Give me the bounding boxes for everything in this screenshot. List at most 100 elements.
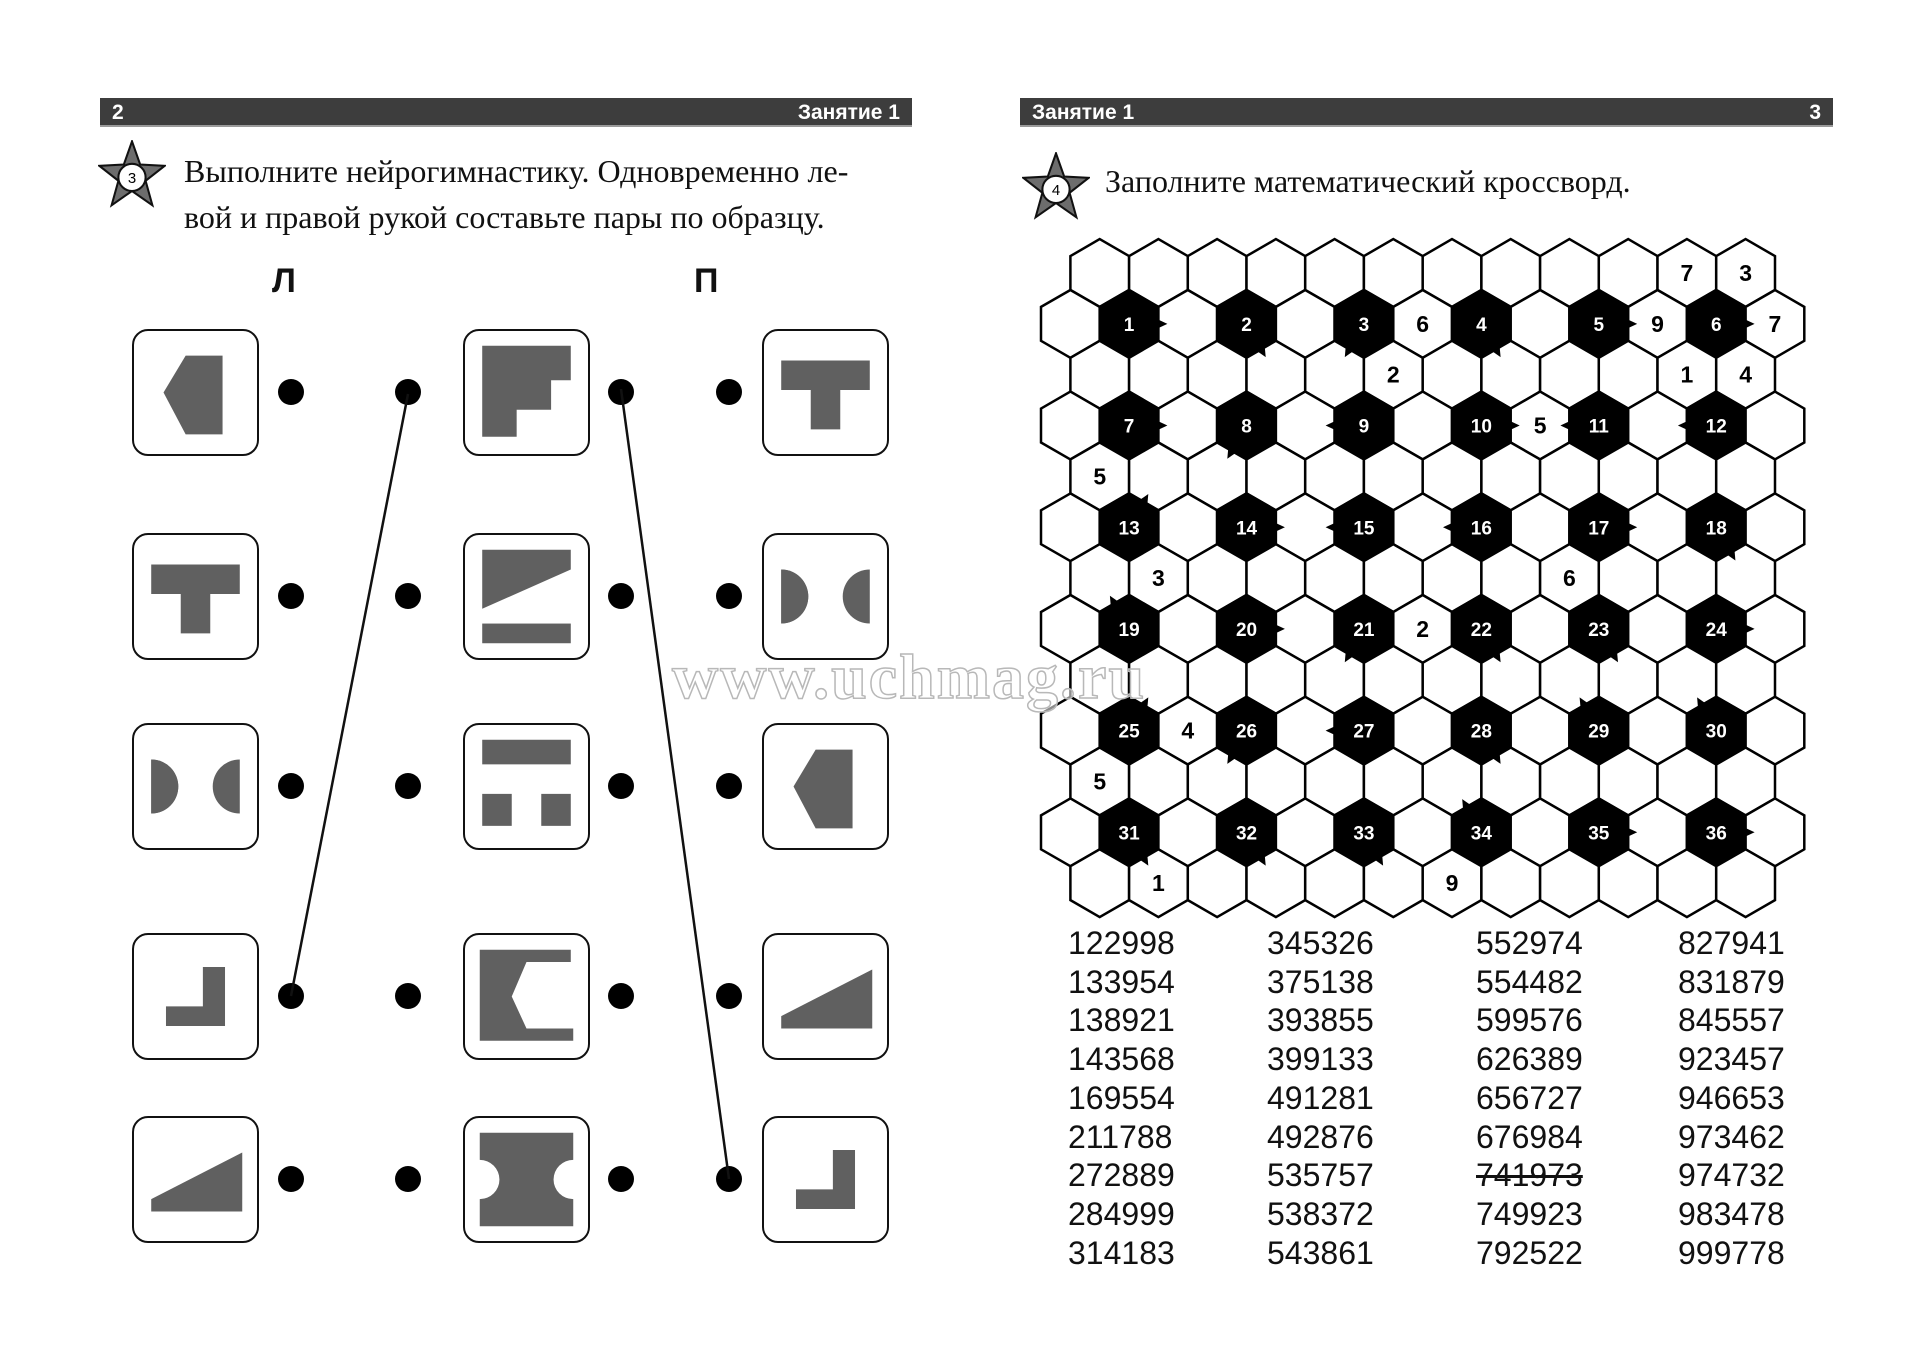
given-digit: 3 [1152, 565, 1165, 591]
number-entry: 345326 [1267, 925, 1374, 961]
connection-dot[interactable] [716, 583, 742, 609]
given-digit: 9 [1651, 311, 1664, 337]
direction-arrow-icon [1227, 442, 1241, 459]
direction-arrow-icon [1739, 621, 1755, 636]
clue-number: 20 [1236, 620, 1257, 641]
left-hand-label: Л [272, 262, 296, 300]
connection-dot[interactable] [716, 983, 742, 1009]
clue-number: 30 [1706, 722, 1727, 743]
left-column-card [132, 933, 259, 1060]
clue-number: 7 [1124, 417, 1135, 438]
connection-dot[interactable] [395, 983, 421, 1009]
left-column-card [132, 723, 259, 850]
pentagon-left-shape-icon [163, 355, 223, 435]
number-entry: 599576 [1476, 1002, 1583, 1039]
half-discs-shape-icon [151, 759, 240, 814]
number-entry: 538372 [1267, 1195, 1374, 1232]
number-entry: 375138 [1267, 963, 1374, 1000]
wedge-shape-icon [151, 1152, 243, 1212]
clue-number: 5 [1594, 315, 1605, 336]
connection-dot[interactable] [278, 773, 304, 799]
given-digit: 4 [1739, 362, 1752, 388]
task-line: Выполните нейрогимнастику. Одновременно … [184, 153, 849, 189]
number-entry: 741973 [1476, 1157, 1583, 1194]
connection-dot[interactable] [278, 1166, 304, 1192]
direction-arrow-icon [1269, 621, 1285, 636]
number-entry: 983478 [1678, 1195, 1785, 1232]
given-digit: 4 [1181, 718, 1194, 744]
clue-number: 18 [1706, 518, 1727, 539]
left-column-card [132, 1116, 259, 1243]
clue-number: 8 [1241, 417, 1252, 438]
direction-arrow-icon [1443, 520, 1458, 535]
middle-column-card [463, 533, 590, 660]
right-column-card [762, 933, 889, 1060]
number-entry: 133954 [1068, 963, 1175, 1000]
answer-cell[interactable] [1714, 847, 1777, 919]
connection-dot[interactable] [608, 773, 634, 799]
clue-number: 17 [1588, 518, 1609, 539]
given-digit: 2 [1416, 616, 1429, 642]
given-digit: 5 [1093, 769, 1106, 795]
page-number: 2 [112, 101, 124, 124]
direction-arrow-icon [1344, 340, 1359, 358]
given-digit: 6 [1416, 311, 1429, 337]
connection-dot[interactable] [716, 773, 742, 799]
middle-column-card [463, 1116, 590, 1243]
wedge-shape-icon [781, 969, 873, 1029]
connection-dot[interactable] [395, 583, 421, 609]
number-entry: 626389 [1476, 1041, 1583, 1078]
direction-arrow-icon [1604, 645, 1618, 663]
task-instruction: Выполните нейрогимнастику. Одновременно … [184, 148, 848, 240]
direction-arrow-icon [1269, 520, 1285, 535]
direction-arrow-icon [1622, 316, 1638, 331]
number-entry: 211788 [1068, 1118, 1173, 1155]
given-digit: 7 [1769, 311, 1782, 337]
number-entry: 314183 [1068, 1234, 1175, 1271]
page-number: 3 [1809, 101, 1821, 124]
clue-number: 36 [1706, 823, 1727, 844]
direction-arrow-icon [1134, 697, 1149, 714]
number-entry: 845557 [1678, 1002, 1785, 1039]
number-entry: 169554 [1068, 1079, 1175, 1116]
number-entry: 535757 [1267, 1157, 1374, 1194]
connection-dot[interactable] [716, 379, 742, 405]
pentagon-left-shape-icon [793, 749, 853, 829]
clue-number: 10 [1471, 417, 1492, 438]
direction-arrow-icon [1622, 520, 1638, 535]
clue-number: 1 [1124, 315, 1135, 336]
connection-dot[interactable] [608, 583, 634, 609]
connection-dot[interactable] [278, 379, 304, 405]
number-entry: 831879 [1678, 963, 1785, 1000]
right-column-card [762, 329, 889, 456]
direction-arrow-icon [1487, 340, 1501, 358]
connection-dot[interactable] [278, 583, 304, 609]
connection-dot[interactable] [395, 773, 421, 799]
direction-arrow-icon [1152, 316, 1168, 331]
given-digit: 2 [1387, 362, 1400, 388]
direction-arrow-icon [1697, 697, 1711, 714]
clue-number: 9 [1359, 417, 1370, 438]
number-entry: 656727 [1476, 1079, 1583, 1116]
direction-arrow-icon [1109, 595, 1124, 613]
given-digit: 9 [1446, 870, 1459, 896]
connection-dot[interactable] [395, 379, 421, 405]
number-entry: 272889 [1068, 1157, 1175, 1194]
direction-arrow-icon [1252, 340, 1266, 358]
clue-number: 32 [1236, 823, 1257, 844]
clue-number: 21 [1353, 620, 1375, 641]
direction-arrow-icon [1152, 418, 1168, 433]
direction-arrow-icon [1369, 849, 1384, 866]
task-number: 4 [1052, 182, 1060, 199]
middle-column-card [463, 723, 590, 850]
connection-dot[interactable] [608, 1166, 634, 1192]
clue-number: 16 [1471, 518, 1492, 539]
connection-dot[interactable] [395, 1166, 421, 1192]
clue-number: 23 [1588, 620, 1609, 641]
connection-dot[interactable] [608, 983, 634, 1009]
direction-arrow-icon [1325, 723, 1341, 738]
t-shape-icon [151, 564, 240, 634]
clue-number: 12 [1706, 417, 1727, 438]
